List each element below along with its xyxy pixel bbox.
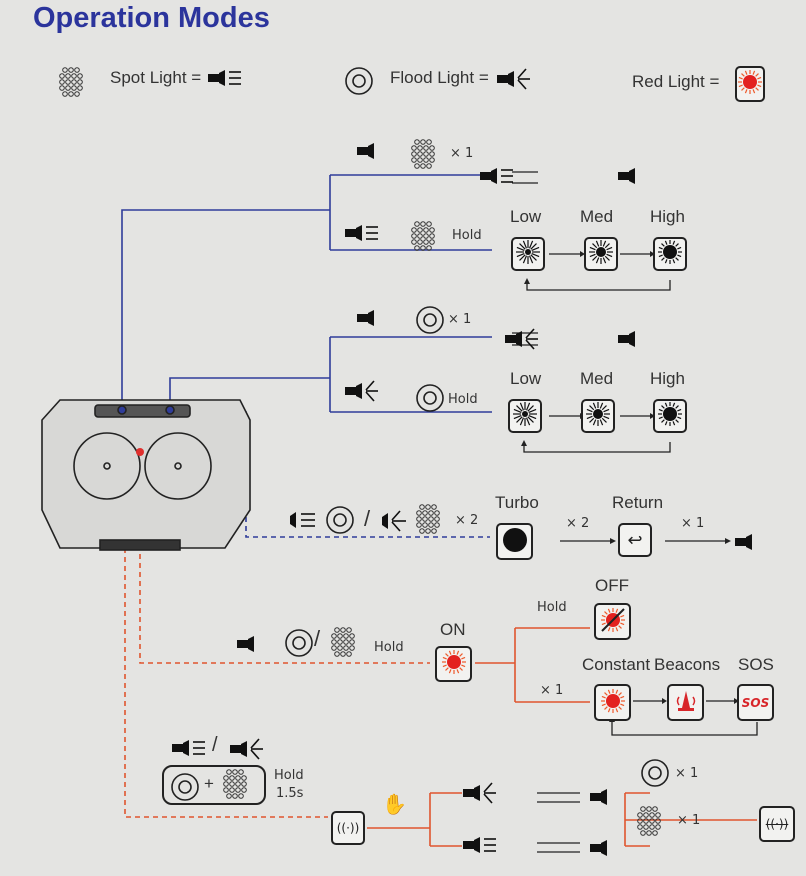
red-light-icon [735, 66, 765, 102]
flood-light-icon [497, 68, 531, 94]
spot-low-icon [511, 237, 545, 271]
off-label: OFF [595, 576, 629, 595]
led-cluster-icon [636, 805, 664, 841]
turbo-press-count: × 2 [455, 513, 479, 528]
return-label: Return [612, 493, 664, 512]
flashlight-icon [618, 331, 636, 351]
flood-low-icon [508, 399, 542, 433]
led-cluster-icon [330, 626, 358, 662]
motion-sensor-icon: ((·)) [331, 811, 365, 845]
flood-ring-icon [415, 383, 445, 417]
lock-hold-label: Hold [274, 768, 304, 783]
red-on-icon [435, 646, 472, 682]
flashlight-icon [590, 789, 608, 809]
flashlight-icon [735, 534, 753, 554]
led-cluster-icon [410, 220, 438, 256]
flood-ring-icon [415, 305, 445, 339]
level-low: Low [510, 207, 542, 226]
flood-ring-icon [284, 628, 314, 662]
flood-press-count: × 1 [448, 312, 472, 327]
on-label: ON [440, 620, 466, 639]
spot-press-count: × 1 [450, 146, 474, 161]
level-high: High [650, 207, 685, 226]
constant-icon [594, 684, 631, 721]
spot-head-icon [290, 512, 316, 532]
hand-wave-icon: ✋ [382, 792, 407, 816]
slash: / [212, 734, 218, 756]
sos-icon: SOS [737, 684, 774, 721]
spot-light-icon [463, 837, 497, 857]
slash: / [364, 506, 371, 531]
flashlight-icon [237, 636, 255, 656]
legend-red-label: Red Light = [632, 72, 720, 91]
plus: + [204, 774, 214, 793]
lock-spot-press: × 1 [677, 813, 701, 828]
led-cluster-icon [222, 768, 250, 804]
led-cluster-icon [415, 503, 443, 539]
spot-med-icon [584, 237, 618, 271]
page-title: Operation Modes [33, 2, 270, 34]
flashlight-icon [357, 143, 375, 163]
turbo-icon [496, 523, 533, 560]
return-press-x1: × 1 [681, 516, 705, 531]
spot-hold-label: Hold [452, 228, 482, 243]
level-med: Med [580, 369, 614, 388]
flood-ring-icon [170, 772, 200, 806]
level-med: Med [580, 207, 614, 226]
return-icon: ↩ [618, 523, 652, 557]
mode-constant-label: Constant [582, 655, 651, 674]
flood-high-icon [653, 399, 687, 433]
flashlight-icon [618, 168, 636, 188]
hold-branch-label: Hold [537, 600, 567, 615]
flood-hold-label: Hold [448, 392, 478, 407]
flood-light-icon [345, 380, 379, 406]
mode-sos-label: SOS [738, 655, 774, 674]
press-branch-label: × 1 [540, 683, 564, 698]
slash: / [314, 626, 321, 651]
combo-press-box [162, 765, 266, 805]
mode-beacons-label: Beacons [654, 655, 721, 674]
led-cluster-icon [410, 138, 438, 174]
flood-light-icon [505, 328, 539, 354]
lock-flood-press: × 1 [675, 766, 699, 781]
flashlight-icon [357, 310, 375, 330]
flood-light-icon [230, 738, 264, 764]
flood-ring-icon [325, 505, 355, 539]
turbo-press-x2: × 2 [566, 516, 590, 531]
level-high: High [650, 369, 685, 388]
legend-flood-label: Flood Light = [390, 68, 489, 87]
beacon-icon [667, 684, 704, 721]
flood-head-icon [382, 510, 408, 536]
turbo-label: Turbo [495, 493, 539, 512]
spot-light-icon [172, 740, 206, 760]
red-hold-label: Hold [374, 640, 404, 655]
level-low: Low [510, 369, 542, 388]
spot-light-icon [480, 168, 514, 188]
spot-high-icon [653, 237, 687, 271]
red-off-icon [594, 603, 631, 640]
sensor-off-icon: ((·)) [759, 806, 795, 842]
legend-spot-label: Spot Light = [110, 68, 202, 87]
flood-light-icon [463, 782, 497, 808]
led-cluster-icon [58, 66, 86, 102]
spot-light-icon [208, 70, 242, 90]
flood-ring-icon [344, 66, 374, 100]
flood-med-icon [581, 399, 615, 433]
flashlight-icon [590, 840, 608, 860]
flood-ring-icon [640, 758, 670, 792]
spot-light-icon [345, 225, 379, 245]
lock-hold-time: 1.5s [276, 786, 304, 801]
